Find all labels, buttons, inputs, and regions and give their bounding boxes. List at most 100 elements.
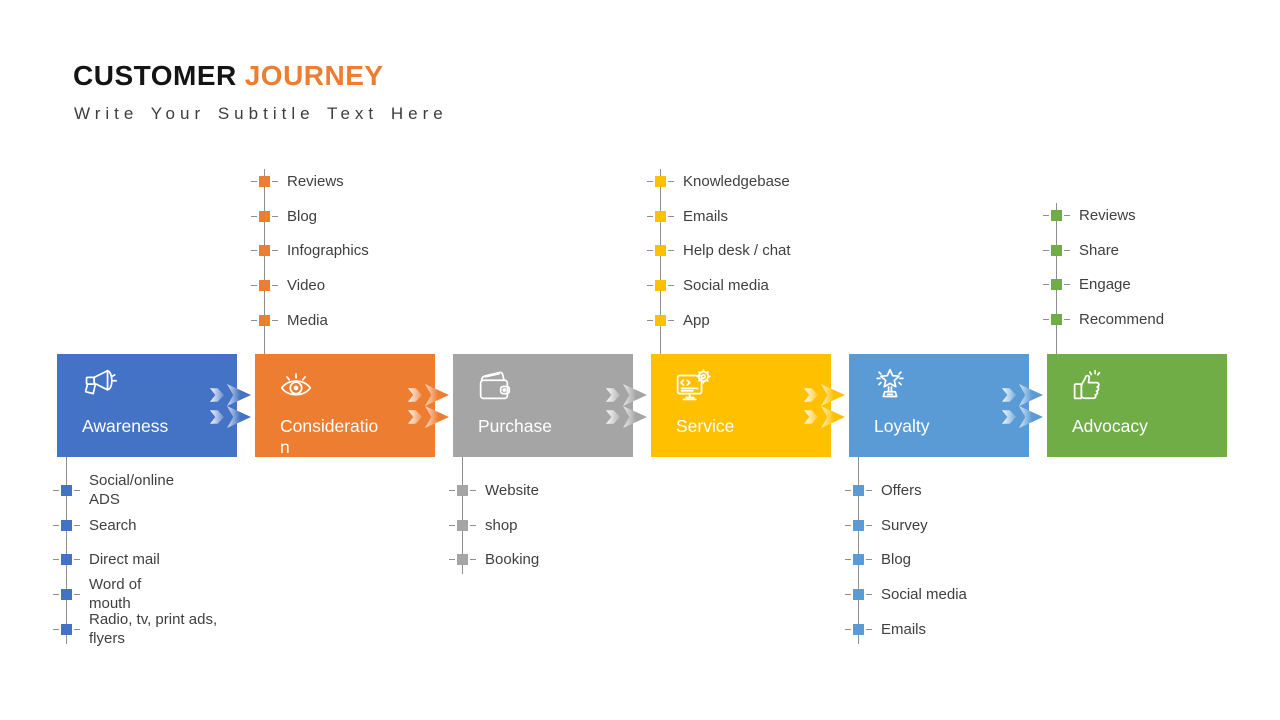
stage-label: Service [676, 416, 735, 436]
item-marker [251, 245, 278, 257]
item-marker [251, 279, 278, 291]
marker-square [61, 519, 72, 531]
service-desk-icon [671, 365, 713, 412]
journey-item-label: Survey [881, 516, 928, 534]
tick [1064, 318, 1070, 320]
journey-item-label: Help desk / chat [683, 242, 791, 260]
journey-item-row: Video [251, 268, 465, 303]
slide-title-primary: CUSTOMER [73, 60, 237, 91]
tick [53, 628, 59, 630]
items-above-advocacy: Reviews Share Engage Recommend [1043, 198, 1257, 337]
journey-item-row: Media [251, 303, 465, 338]
journey-item-label: Infographics [287, 242, 369, 260]
tick [668, 284, 674, 286]
journey-item-label: Radio, tv, print ads, flyers [89, 611, 218, 648]
journey-item-row: Survey [845, 508, 1059, 543]
tick [647, 180, 653, 182]
items-below-awareness: Social/online ADS Search Direct mail Wor… [53, 472, 267, 648]
stage-box-advocacy: Advocacy [1047, 354, 1227, 457]
marker-square [853, 484, 864, 496]
journey-item-label: Share [1079, 241, 1120, 259]
marker-square [1051, 244, 1062, 256]
tick [449, 559, 455, 561]
eye-icon [275, 365, 317, 412]
stage-loyalty: Offers Survey Blog Social media Emails [845, 0, 1079, 720]
journey-item-label: Booking [485, 551, 540, 569]
item-marker [251, 210, 278, 222]
journey-item-label: Emails [881, 620, 927, 638]
tick [647, 284, 653, 286]
item-marker [845, 519, 872, 531]
tick [251, 319, 257, 321]
tick [272, 180, 278, 182]
slide-subtitle: Write Your Subtitle Text Here [74, 104, 448, 123]
megaphone-icon [77, 365, 119, 412]
item-marker [449, 554, 476, 566]
tick [668, 215, 674, 217]
journey-item-row: Search [53, 508, 267, 543]
tick [845, 628, 851, 630]
items-below-loyalty: Offers Survey Blog Social media Emails [845, 473, 1059, 646]
tick [668, 319, 674, 321]
journey-item-label: shop [485, 516, 518, 534]
marker-square [61, 484, 72, 496]
flow-arrow-icon [804, 354, 849, 457]
marker-square [1051, 279, 1062, 291]
journey-item-label: Website [485, 481, 539, 499]
stage-box-service: Service [651, 354, 831, 457]
marker-square [655, 245, 666, 257]
tick [866, 628, 872, 630]
tick [251, 215, 257, 217]
stage-service: Knowledgebase Emails Help desk / chat So… [647, 0, 881, 720]
tick [272, 250, 278, 252]
item-marker [647, 175, 674, 187]
item-marker [647, 210, 674, 222]
journey-item-row: Social/online ADS [53, 472, 267, 508]
journey-item-row: Radio, tv, print ads, flyers [53, 611, 267, 648]
tick [1043, 249, 1049, 251]
tick [866, 559, 872, 561]
marker-square [853, 519, 864, 531]
stage-consideration: Reviews Blog Infographics Video Media [251, 0, 485, 720]
stage-box-loyalty: Loyalty [849, 354, 1029, 457]
tick [866, 524, 872, 526]
journey-item-label: Blog [287, 207, 318, 225]
journey-item-label: Media [287, 311, 328, 329]
tick [1064, 284, 1070, 286]
item-marker [1043, 209, 1070, 221]
journey-item-label: Direct mail [89, 551, 160, 569]
journey-item-row: Offers [845, 473, 1059, 508]
item-marker [845, 484, 872, 496]
journey-item-row: Share [1043, 233, 1257, 268]
flow-arrow-icon [210, 354, 255, 457]
tick [53, 489, 59, 491]
stage-box-purchase: Purchase [453, 354, 633, 457]
items-below-purchase: Website shop Booking [449, 473, 663, 577]
tick [647, 215, 653, 217]
item-marker [449, 484, 476, 496]
tick [1043, 214, 1049, 216]
item-marker [845, 588, 872, 600]
marker-square [457, 519, 468, 531]
connector-line [1056, 203, 1057, 354]
journey-item-row: Reviews [1043, 198, 1257, 233]
marker-square [655, 175, 666, 187]
marker-square [655, 210, 666, 222]
marker-square [61, 588, 72, 600]
tick [1064, 214, 1070, 216]
tick [272, 215, 278, 217]
journey-item-row: Social media [647, 268, 861, 303]
tick [470, 489, 476, 491]
tick [1043, 318, 1049, 320]
marker-square [655, 314, 666, 326]
journey-item-row: Reviews [251, 164, 465, 199]
stage-box-consideration: Consideration [255, 354, 435, 457]
tick [74, 559, 80, 561]
marker-square [259, 210, 270, 222]
journey-item-row: Blog [845, 542, 1059, 577]
journey-item-label: Reviews [1079, 206, 1136, 224]
marker-square [853, 554, 864, 566]
tick [251, 250, 257, 252]
stage-label: Loyalty [874, 416, 930, 436]
